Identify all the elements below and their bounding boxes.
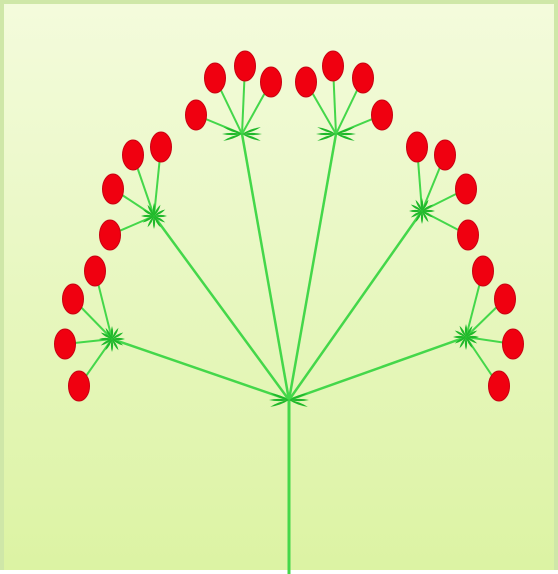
berry-right-upper-3: [353, 63, 374, 93]
berry-left-upper-3: [235, 51, 256, 81]
berry-left-middle-2: [151, 132, 172, 162]
berry-left-lower-2: [63, 284, 84, 314]
berry-left-upper-4: [261, 67, 282, 97]
berry-right-middle-2: [435, 140, 456, 170]
berry-left-middle-1: [123, 140, 144, 170]
berry-right-lower-4: [489, 371, 510, 401]
berry-left-lower-1: [85, 256, 106, 286]
primary-ray-left-upper: [242, 134, 289, 400]
bract-left-middle: [141, 203, 167, 229]
berry-right-lower-1: [473, 256, 494, 286]
berry-left-lower-3: [55, 329, 76, 359]
primary-ray-left-middle: [154, 216, 289, 400]
berry-left-lower-4: [69, 371, 90, 401]
primary-ray-left-lower: [112, 339, 289, 400]
berry-right-middle-3: [456, 174, 477, 204]
umbel-diagram: [4, 4, 558, 574]
primary-ray-right-middle: [289, 211, 422, 400]
berry-left-middle-3: [103, 174, 124, 204]
berry-right-lower-2: [495, 284, 516, 314]
bract-right-middle: [409, 198, 435, 224]
berry-right-upper-1: [296, 67, 317, 97]
berry-right-lower-3: [503, 329, 524, 359]
berry-right-middle-4: [458, 220, 479, 250]
berry-left-upper-2: [205, 63, 226, 93]
berry-left-upper-1: [186, 100, 207, 130]
berry-left-middle-4: [100, 220, 121, 250]
berry-right-upper-4: [372, 100, 393, 130]
berry-right-middle-1: [407, 132, 428, 162]
primary-ray-right-upper: [289, 134, 336, 400]
primary-ray-right-lower: [289, 337, 466, 400]
berry-right-upper-2: [323, 51, 344, 81]
